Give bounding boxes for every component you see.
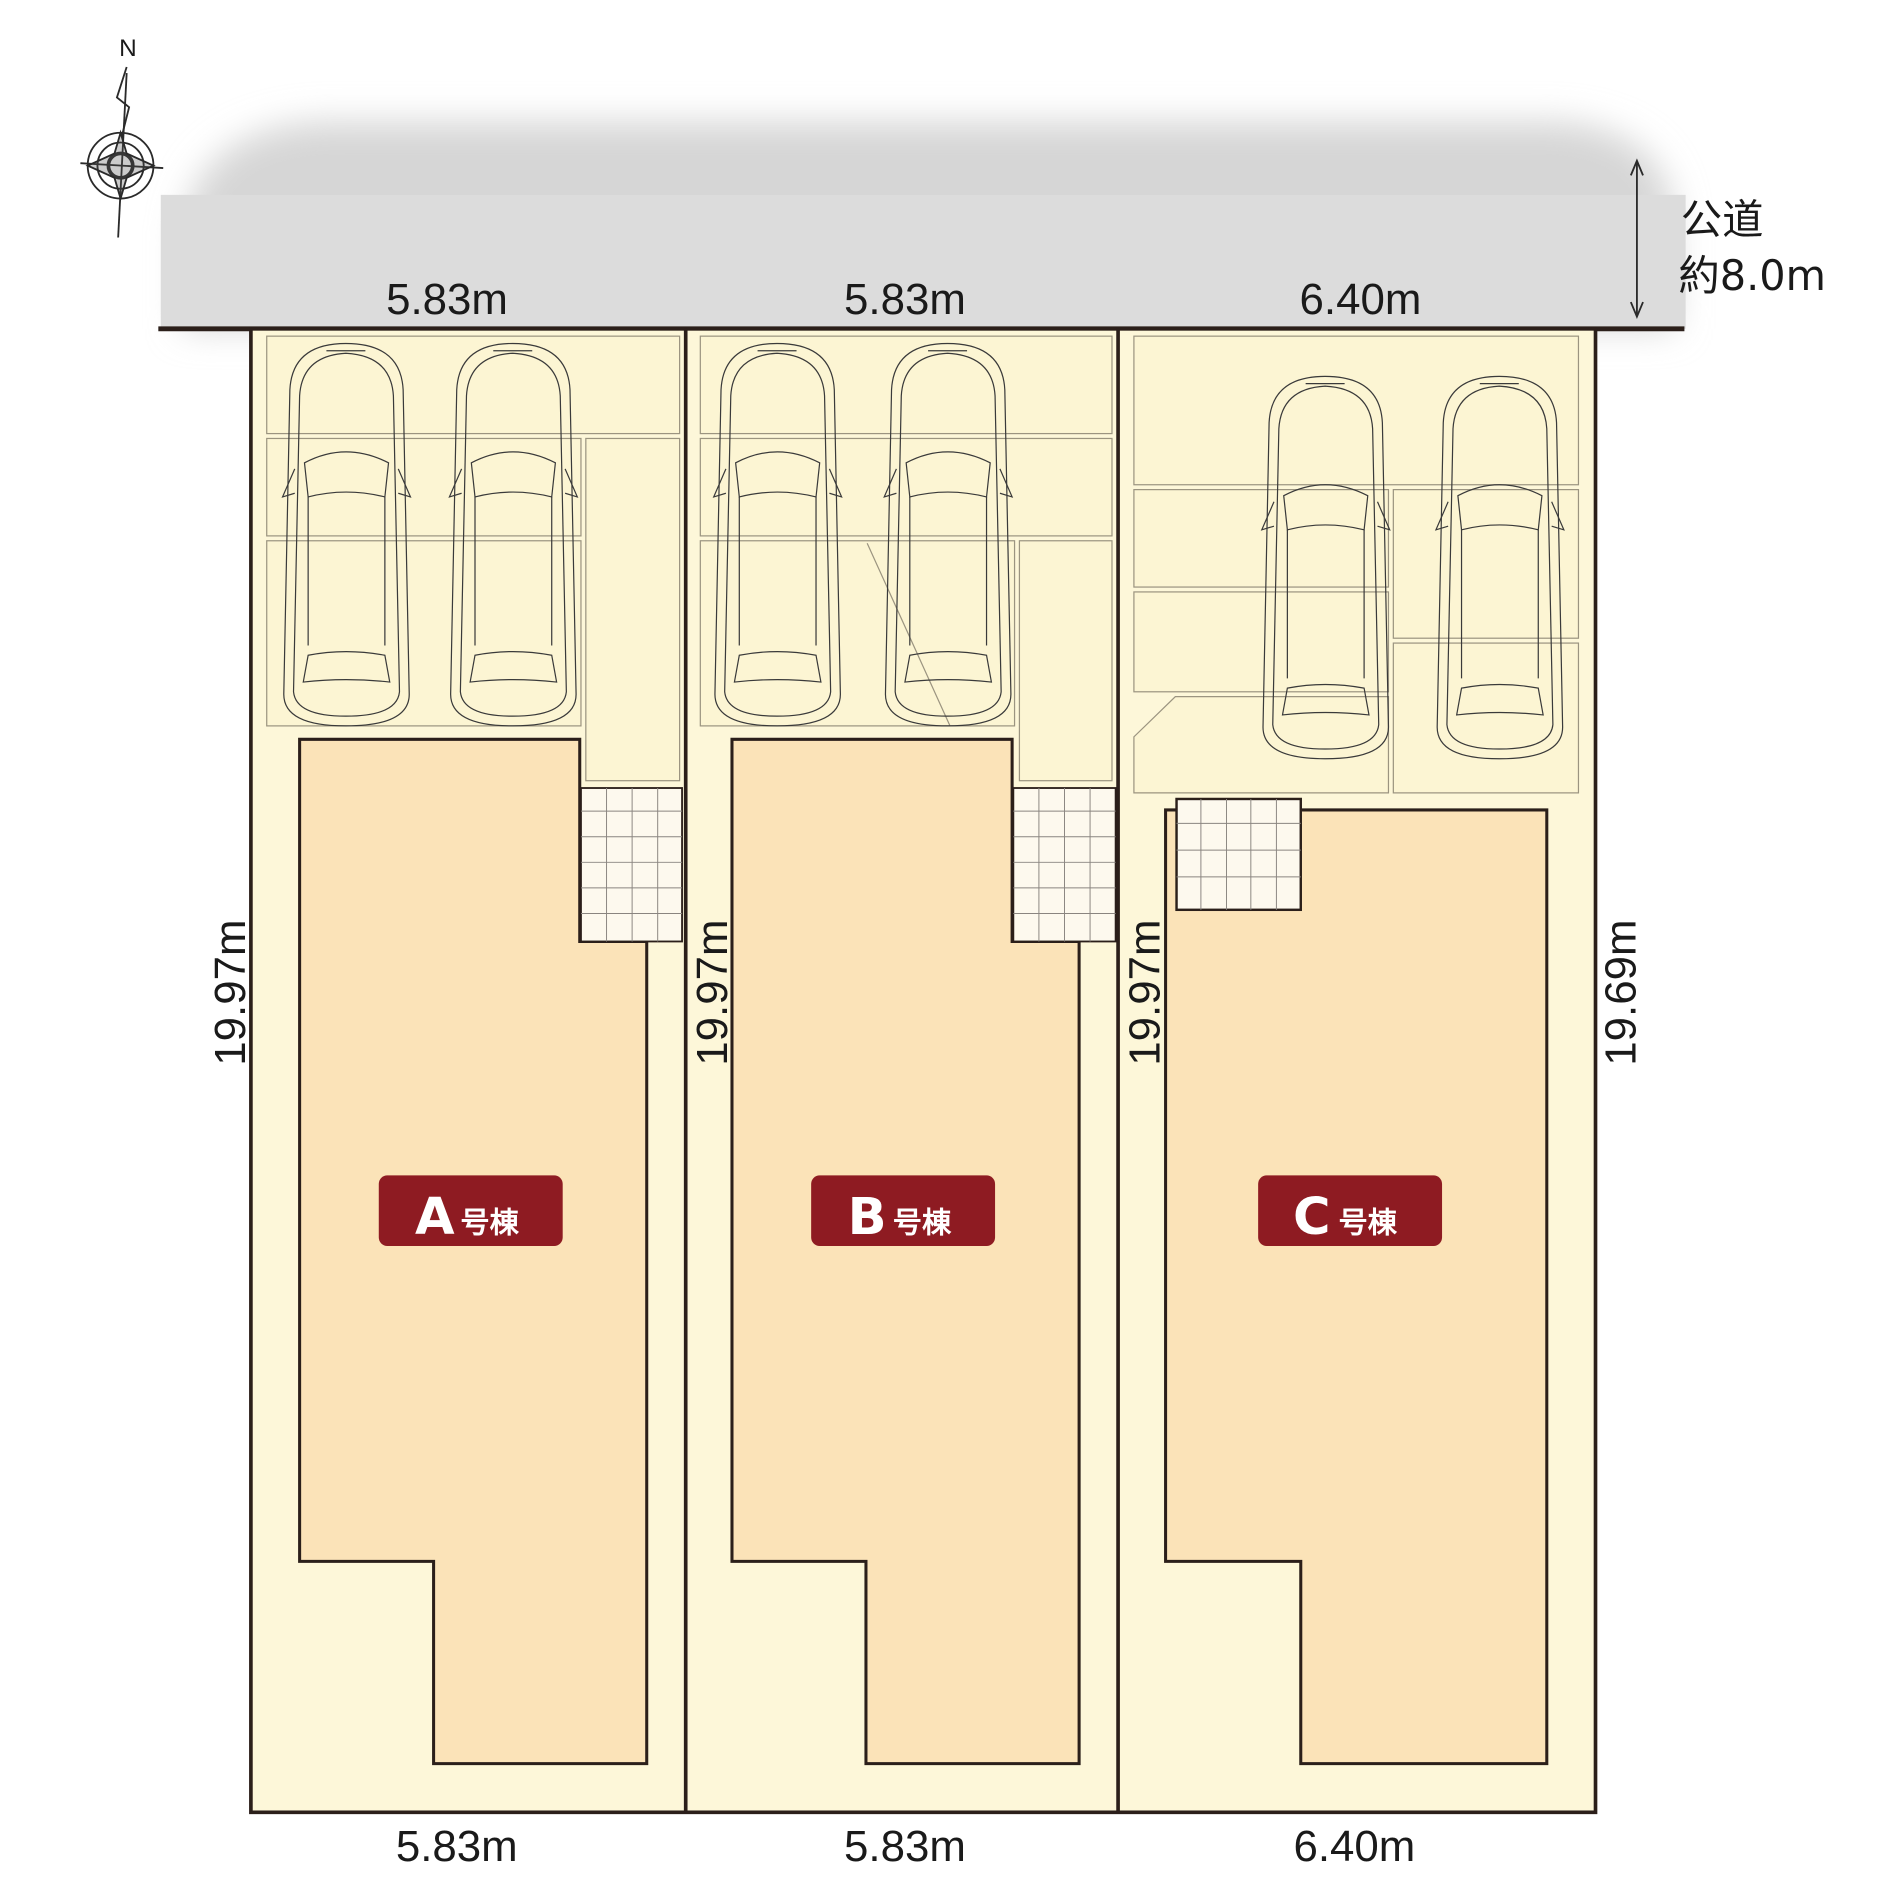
- lot-suffix: 号棟: [893, 1206, 952, 1240]
- lot-letter: C: [1293, 1188, 1331, 1247]
- rear-c: 6.40m: [1293, 1822, 1415, 1871]
- slab-joint: [866, 542, 951, 727]
- parking-slab: [699, 540, 1016, 727]
- parking-slab: [266, 540, 582, 727]
- parking-slab: [699, 437, 1113, 537]
- north-label: N: [119, 35, 137, 62]
- rear-a: 5.83m: [396, 1822, 518, 1871]
- porch-b: [1012, 787, 1117, 943]
- north-compass-icon: [80, 66, 164, 238]
- lot-letter: A: [415, 1188, 455, 1247]
- parking-slab: [585, 437, 681, 782]
- parking-slab: [1018, 540, 1113, 782]
- road-width: 約8.0m: [1678, 252, 1826, 300]
- road-name: 公道: [1681, 196, 1764, 244]
- building-a-footprint: [298, 737, 649, 1766]
- lot-letter: B: [848, 1188, 887, 1247]
- parking-slab: [1133, 335, 1580, 486]
- parking-slab: [1133, 489, 1390, 588]
- parking-slab: [699, 335, 1113, 435]
- frontage-b: 5.83m: [844, 275, 966, 324]
- porch-a: [580, 787, 683, 943]
- frontage-c: 6.40m: [1300, 275, 1422, 324]
- depth-b-west: 19.97m: [688, 920, 737, 1066]
- badge-lot-a[interactable]: A 号棟: [378, 1175, 563, 1247]
- depth-c-east: 19.69m: [1597, 920, 1646, 1066]
- porch-c: [1175, 797, 1302, 912]
- depth-a-west: 19.97m: [206, 920, 255, 1066]
- lot-suffix: 号棟: [460, 1206, 519, 1240]
- parking-slab: [1133, 696, 1390, 794]
- parking-slab: [266, 335, 681, 435]
- parking-slab: [1392, 489, 1580, 639]
- parking-slab: [1133, 591, 1390, 693]
- frontage-a: 5.83m: [386, 275, 508, 324]
- rear-b: 5.83m: [844, 1822, 966, 1871]
- building-c-footprint: [1164, 808, 1549, 1766]
- depth-c-west: 19.97m: [1120, 920, 1169, 1066]
- badge-lot-c[interactable]: C 号棟: [1258, 1175, 1443, 1247]
- lot-suffix: 号棟: [1339, 1206, 1398, 1240]
- parking-slab: [1392, 642, 1580, 794]
- badge-lot-b[interactable]: B 号棟: [811, 1175, 996, 1247]
- road-width-arrow-icon: [1629, 158, 1644, 320]
- parking-slab: [266, 437, 582, 537]
- building-b-footprint: [730, 737, 1081, 1766]
